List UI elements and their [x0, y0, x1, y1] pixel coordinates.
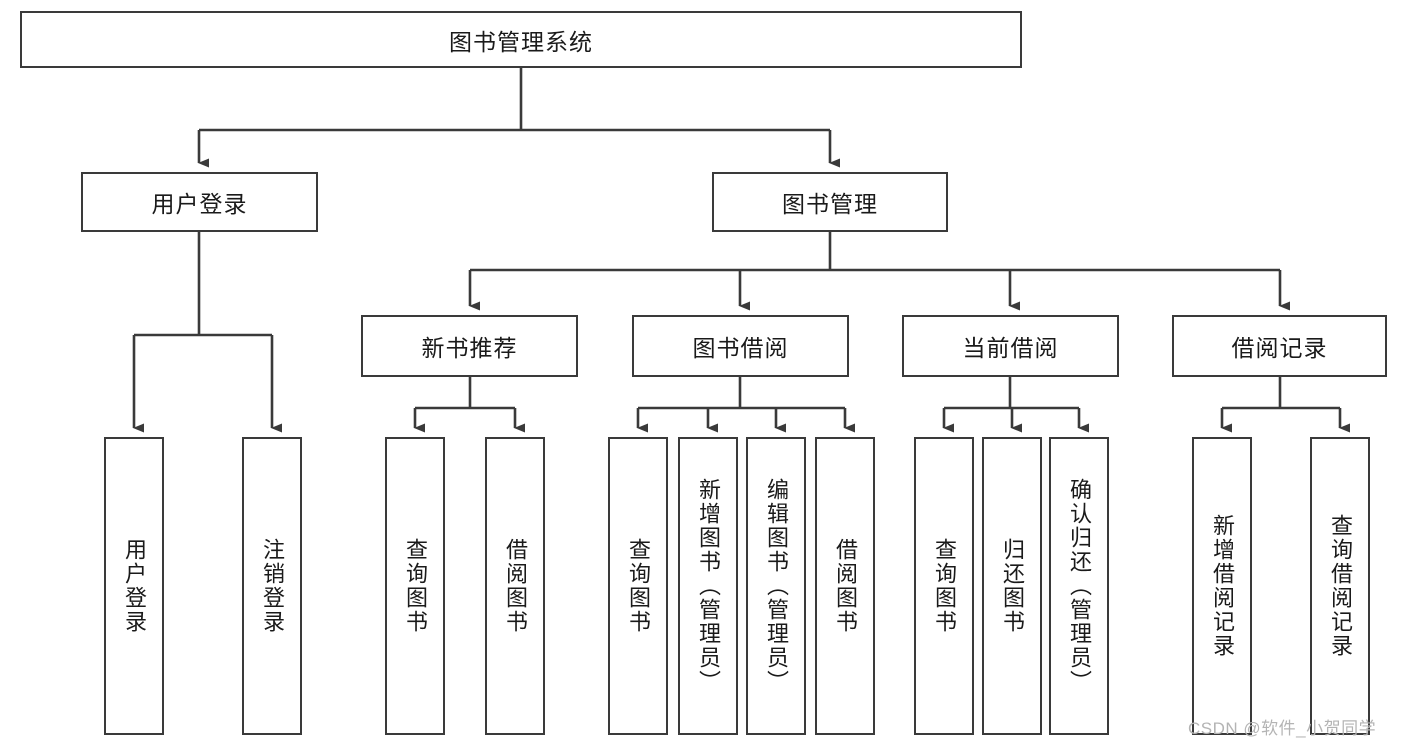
node-leaf-add-book[interactable]: 新增图书（管理员） [678, 437, 738, 735]
node-leaf-query-book-3-label: 查询图书 [931, 538, 957, 634]
node-user-login-label: 用户登录 [151, 191, 248, 217]
node-new-book-recommend-label: 新书推荐 [421, 335, 518, 361]
node-root[interactable]: 图书管理系统 [20, 11, 1022, 68]
watermark-text: CSDN @软件_小贺同学 [1188, 719, 1377, 738]
node-root-label: 图书管理系统 [449, 28, 593, 55]
node-leaf-query-book-3[interactable]: 查询图书 [914, 437, 974, 735]
node-leaf-user-logout[interactable]: 注销登录 [242, 437, 302, 735]
node-leaf-query-book-1[interactable]: 查询图书 [385, 437, 445, 735]
node-leaf-query-record[interactable]: 查询借阅记录 [1310, 437, 1370, 735]
node-new-book-recommend[interactable]: 新书推荐 [361, 315, 578, 377]
node-leaf-add-record-label: 新增借阅记录 [1209, 514, 1235, 658]
node-leaf-borrow-book-1[interactable]: 借阅图书 [485, 437, 545, 735]
node-user-login[interactable]: 用户登录 [81, 172, 318, 232]
node-book-borrow-label: 图书借阅 [692, 335, 789, 361]
node-leaf-edit-book[interactable]: 编辑图书（管理员） [746, 437, 806, 735]
node-leaf-add-book-label: 新增图书（管理员） [695, 478, 721, 694]
node-leaf-borrow-book-2[interactable]: 借阅图书 [815, 437, 875, 735]
node-leaf-borrow-book-1-label: 借阅图书 [502, 538, 528, 634]
node-leaf-query-book-1-label: 查询图书 [402, 538, 428, 634]
node-leaf-return-book-label: 归还图书 [999, 538, 1025, 634]
node-leaf-user-logout-label: 注销登录 [259, 538, 285, 634]
node-book-borrow[interactable]: 图书借阅 [632, 315, 849, 377]
node-leaf-return-book[interactable]: 归还图书 [982, 437, 1042, 735]
node-book-manage-label: 图书管理 [782, 191, 878, 217]
node-leaf-confirm-return[interactable]: 确认归还（管理员） [1049, 437, 1109, 735]
node-leaf-edit-book-label: 编辑图书（管理员） [763, 478, 789, 694]
node-book-manage[interactable]: 图书管理 [712, 172, 948, 232]
node-current-borrow[interactable]: 当前借阅 [902, 315, 1119, 377]
node-borrow-record[interactable]: 借阅记录 [1172, 315, 1387, 377]
node-leaf-user-login[interactable]: 用户登录 [104, 437, 164, 735]
node-leaf-query-book-2-label: 查询图书 [625, 538, 651, 634]
node-leaf-query-record-label: 查询借阅记录 [1327, 514, 1353, 658]
node-leaf-borrow-book-2-label: 借阅图书 [832, 538, 858, 634]
node-leaf-add-record[interactable]: 新增借阅记录 [1192, 437, 1252, 735]
node-leaf-confirm-return-label: 确认归还（管理员） [1066, 478, 1092, 694]
node-leaf-user-login-label: 用户登录 [121, 538, 147, 634]
node-leaf-query-book-2[interactable]: 查询图书 [608, 437, 668, 735]
node-current-borrow-label: 当前借阅 [962, 335, 1059, 361]
node-borrow-record-label: 借阅记录 [1231, 335, 1328, 361]
